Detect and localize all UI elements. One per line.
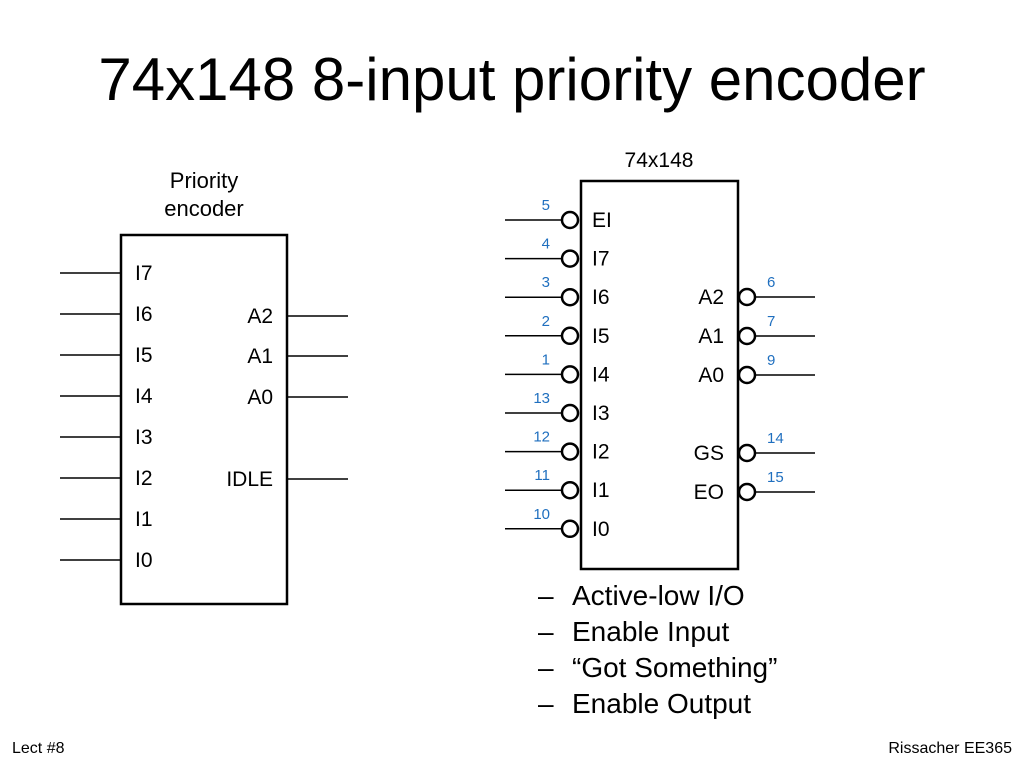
chip-output-label: A2 <box>698 286 724 309</box>
generic-input-label: I4 <box>135 385 153 408</box>
chip-inversion-bubble <box>737 326 757 346</box>
chip-inversion-bubble <box>737 365 757 385</box>
bullet-enable-output: –Enable Output <box>538 688 752 719</box>
chip-output-label: A0 <box>698 364 724 387</box>
chip-inversion-bubble <box>560 442 580 461</box>
generic-input-label: I1 <box>135 508 153 531</box>
chip-input-pin-number: 2 <box>542 313 550 330</box>
chip-input-pin-number: 10 <box>533 506 550 523</box>
footer-lecture: Lect #8 <box>12 740 65 757</box>
chip-input-label: I0 <box>592 518 610 541</box>
generic-output-label: IDLE <box>226 468 273 491</box>
chip-inversion-bubble <box>737 443 757 463</box>
chip-input-label: EI <box>592 209 612 232</box>
chip-inversion-bubble <box>560 519 580 539</box>
chip-output-pin-number: 7 <box>767 313 775 330</box>
chip-output-pin-number: 14 <box>767 430 784 447</box>
bullet-text: Enable Output <box>572 688 752 719</box>
bullet-enable-input: –Enable Input <box>538 616 730 647</box>
chip-output-pin-number: 9 <box>767 352 775 369</box>
chip-input-pin-number: 1 <box>542 351 550 368</box>
chip-inversion-bubble <box>560 210 580 230</box>
chip-output-label: EO <box>694 481 724 504</box>
chip-inversion-bubble <box>560 365 580 384</box>
chip-input-pin-number: 13 <box>533 390 550 407</box>
generic-output-label: A1 <box>247 345 273 368</box>
generic-input-label: I0 <box>135 549 153 572</box>
chip-input-label: I7 <box>592 248 610 271</box>
chip-inversion-bubble <box>560 249 580 268</box>
chip-input-label: I5 <box>592 325 610 348</box>
chip-input-label: I6 <box>592 286 610 309</box>
chip-input-pin-number: 5 <box>542 197 550 214</box>
chip-inversion-bubble <box>560 403 580 423</box>
chip-output-pin-number: 15 <box>767 469 784 486</box>
slide-title: 74x148 8-input priority encoder <box>98 46 926 113</box>
generic-input-label: I7 <box>135 262 153 285</box>
generic-input-label: I5 <box>135 344 153 367</box>
bullet-text: Active-low I/O <box>572 580 745 611</box>
chip-input-pin-number: 11 <box>534 467 550 484</box>
bullet-active-low: –Active-low I/O <box>538 580 745 611</box>
chip-inversion-bubble <box>560 326 580 346</box>
generic-input-label: I3 <box>135 426 153 449</box>
chip-input-label: I3 <box>592 402 610 425</box>
chip-input-label: I1 <box>592 479 610 502</box>
chip-input-pin-number: 3 <box>542 274 550 291</box>
generic-input-label: I2 <box>135 467 153 490</box>
footer-author: Rissacher EE365 <box>888 740 1012 757</box>
generic-output-label: A0 <box>247 386 273 409</box>
chip-input-label: I4 <box>592 363 610 386</box>
bullet-got-something: –“Got Something” <box>538 652 778 683</box>
chip-output-label: A1 <box>698 325 724 348</box>
generic-encoder-title-line1: Priority <box>170 168 238 193</box>
chip-input-label: I2 <box>592 441 610 464</box>
chip-output-pin-number: 6 <box>767 274 775 291</box>
bullet-text: Enable Input <box>572 616 730 647</box>
chip-inversion-bubble <box>737 287 757 307</box>
chip-inversion-bubble <box>560 287 580 307</box>
feature-list: –Active-low I/O –Enable Input –“Got Some… <box>538 578 777 722</box>
chip-input-pin-number: 4 <box>542 236 550 253</box>
generic-encoder-body <box>119 233 289 606</box>
bullet-text: “Got Something” <box>572 652 778 683</box>
generic-output-label: A2 <box>247 305 273 328</box>
chip-name: 74x148 <box>625 149 694 172</box>
chip-input-pin-number: 12 <box>533 429 550 446</box>
chip-inversion-bubble <box>737 482 757 502</box>
chip-output-label: GS <box>694 442 724 465</box>
chip-inversion-bubble <box>560 480 580 500</box>
generic-input-label: I6 <box>135 303 153 326</box>
generic-encoder-title-line2: encoder <box>164 196 244 221</box>
